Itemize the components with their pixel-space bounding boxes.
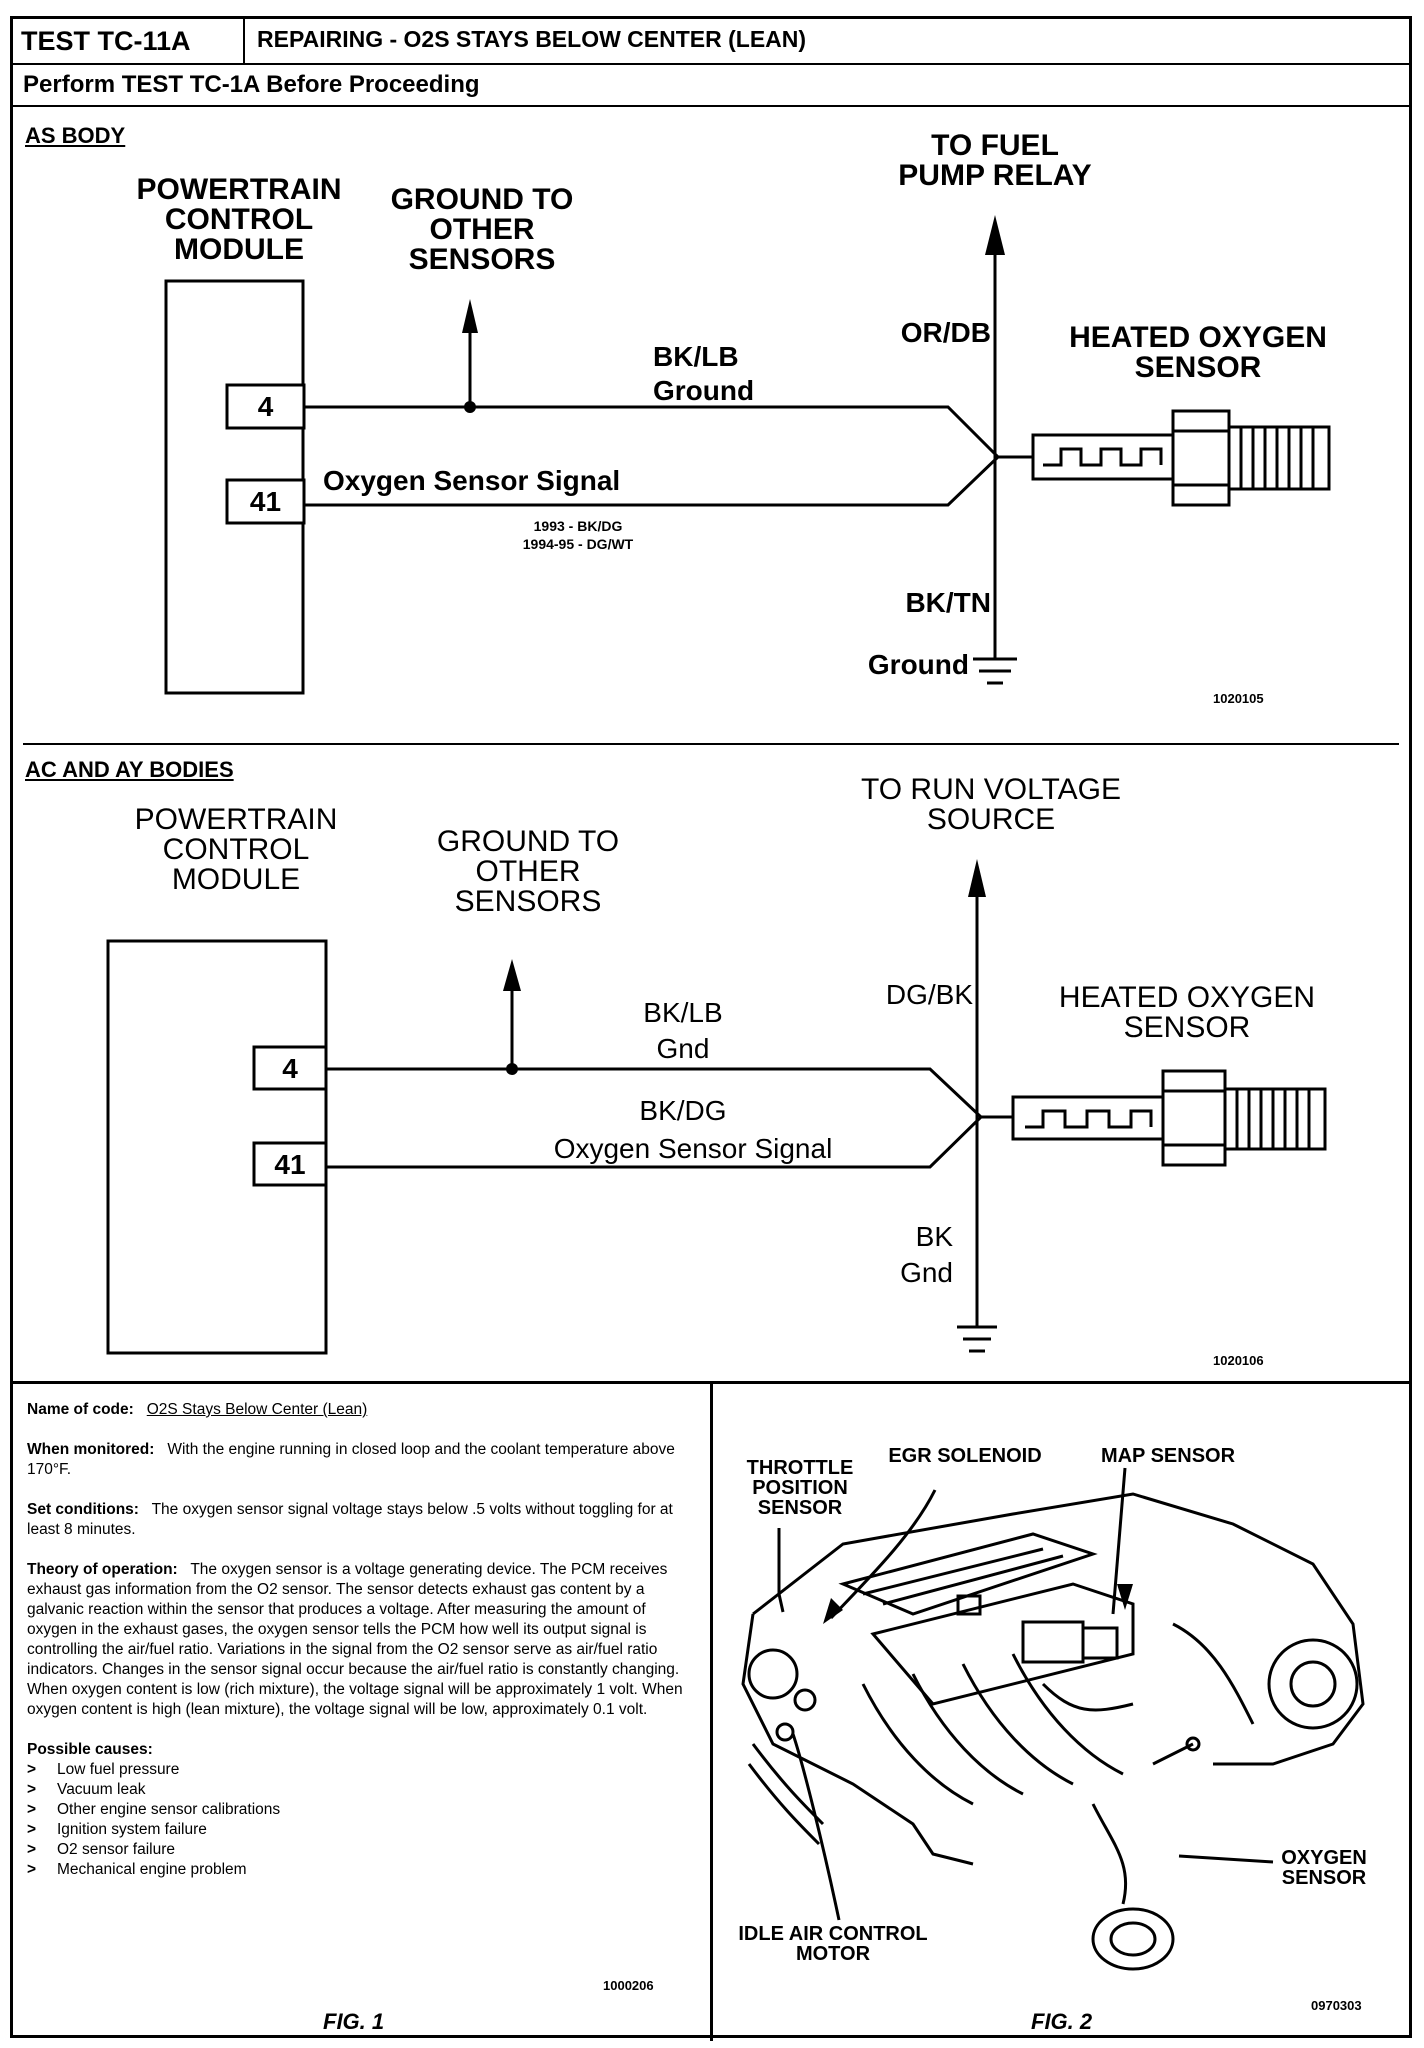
pin-41-ac: 41 [274,1149,306,1180]
figure-code-as: 1020105 [1213,691,1264,706]
fuel-pump-label-as: TO FUEL PUMP RELAY [898,129,1092,192]
oxygen-sensor-label: OXYGEN SENSOR [1281,1847,1367,1889]
code-info-panel: Name of code: O2S Stays Below Center (Le… [27,1400,697,1880]
pin-4-box-as [225,383,306,430]
arrow-up-ground-as [462,299,478,333]
section-label-as-body: AS BODY [25,123,126,148]
pin-41-box-ac [252,1141,328,1187]
vertical-top-color-as: OR/DB [900,317,991,348]
name-of-code-label: Name of code: [27,1401,134,1418]
wire-bottom-name-as: Oxygen Sensor Signal [323,465,621,496]
theory-label: Theory of operation: [27,1561,178,1578]
vertical-bottom-color-as: BK/TN [905,587,991,618]
when-monitored: With the engine running in closed loop a… [27,1441,675,1478]
ground-label-as: GROUND TO OTHER SENSORS [390,183,574,276]
page-frame: TEST TC-11A REPAIRING - O2S STAYS BELOW … [10,16,1412,2041]
page-title: REPAIRING - O2S STAYS BELOW CENTER (LEAN… [257,26,807,52]
arrow-up-fuel-pump-as [985,215,1005,255]
bottom-panel: Name of code: O2S Stays Below Center (Le… [13,1381,1409,2041]
set-conditions: The oxygen sensor signal voltage stays b… [27,1501,673,1538]
list-item: Mechanical engine problem [27,1860,697,1880]
bottom-divider [710,1384,713,2041]
idle-air-control-label: IDLE AIR CONTROL MOTOR [738,1923,928,1965]
wiring-diagram-ac-body [13,739,1409,1389]
pin-41-box-as [225,478,306,525]
wire-bottom-note-1-as: 1993 - BK/DG [533,518,623,534]
vertical-top-color-ac: DG/BK [885,979,973,1010]
pin-4-as: 4 [257,391,274,422]
arrow-up-run-voltage-ac [968,859,986,897]
vertical-bottom-name-ac: Gnd [900,1257,953,1288]
fig-1-label: FIG. 1 [323,2009,385,2034]
wire-top-name-ac: Gnd [656,1033,710,1064]
causes-list: Low fuel pressure Vacuum leak Other engi… [27,1760,697,1880]
wire-top-name-as: Ground [653,375,755,406]
run-voltage-label-ac: TO RUN VOLTAGE SOURCE [860,773,1122,836]
sensor-label-as: HEATED OXYGEN SENSOR [1069,321,1327,384]
list-item: Ignition system failure [27,1820,697,1840]
set-conditions-label: Set conditions: [27,1501,139,1518]
list-item: Low fuel pressure [27,1760,697,1780]
test-id: TEST TC-11A [13,19,245,63]
vertical-bottom-name-as: Ground [867,649,969,680]
pcm-label-ac: POWERTRAIN CONTROL MODULE [134,803,338,896]
pcm-label-as: POWERTRAIN CONTROL MODULE [136,173,342,266]
theory-text: The oxygen sensor is a voltage generatin… [27,1561,683,1718]
vertical-bottom-color-ac: BK [915,1221,953,1252]
wire-top-color-ac: BK/LB [643,997,723,1028]
wire-bottom-note-2-as: 1994-95 - DG/WT [522,536,634,552]
figure-code-info: 1000206 [603,1978,654,1993]
pin-41-as: 41 [249,486,282,517]
pin-4-box-ac [252,1045,328,1091]
wiring-diagram-as-body [13,19,1409,759]
engine-illustration [713,1384,1409,2038]
figure-code-ac: 1020106 [1213,1353,1264,1368]
section-divider [23,743,1399,745]
arrow-up-ground-ac [503,959,521,991]
list-item: Other engine sensor calibrations [27,1800,697,1820]
ground-label-ac: GROUND TO OTHER SENSORS [436,825,620,918]
map-sensor-label: MAP SENSOR [1100,1445,1236,1467]
fig-2-label: FIG. 2 [1031,2009,1093,2034]
page-subtitle: Perform TEST TC-1A Before Proceeding [13,65,1409,107]
pin-4-ac: 4 [282,1053,298,1084]
wire-bottom-name-ac: Oxygen Sensor Signal [553,1133,833,1164]
page-header: TEST TC-11A REPAIRING - O2S STAYS BELOW … [13,19,1409,65]
section-label-ac-body: AC AND AY BODIES [25,757,234,782]
wire-bottom-color-ac: BK/DG [639,1095,727,1126]
sensor-label-ac: HEATED OXYGEN SENSOR [1058,981,1316,1044]
list-item: O2 sensor failure [27,1840,697,1860]
causes-label: Possible causes: [27,1741,153,1758]
name-of-code: O2S Stays Below Center (Lean) [146,1401,368,1418]
when-monitored-label: When monitored: [27,1441,155,1458]
list-item: Vacuum leak [27,1780,697,1800]
figure-code-engine: 0970303 [1311,1998,1362,2013]
throttle-position-label: THROTTLE POSITION SENSOR [746,1457,854,1519]
egr-solenoid-label: EGR SOLENOID [888,1445,1042,1467]
wire-top-color-as: BK/LB [653,341,739,372]
